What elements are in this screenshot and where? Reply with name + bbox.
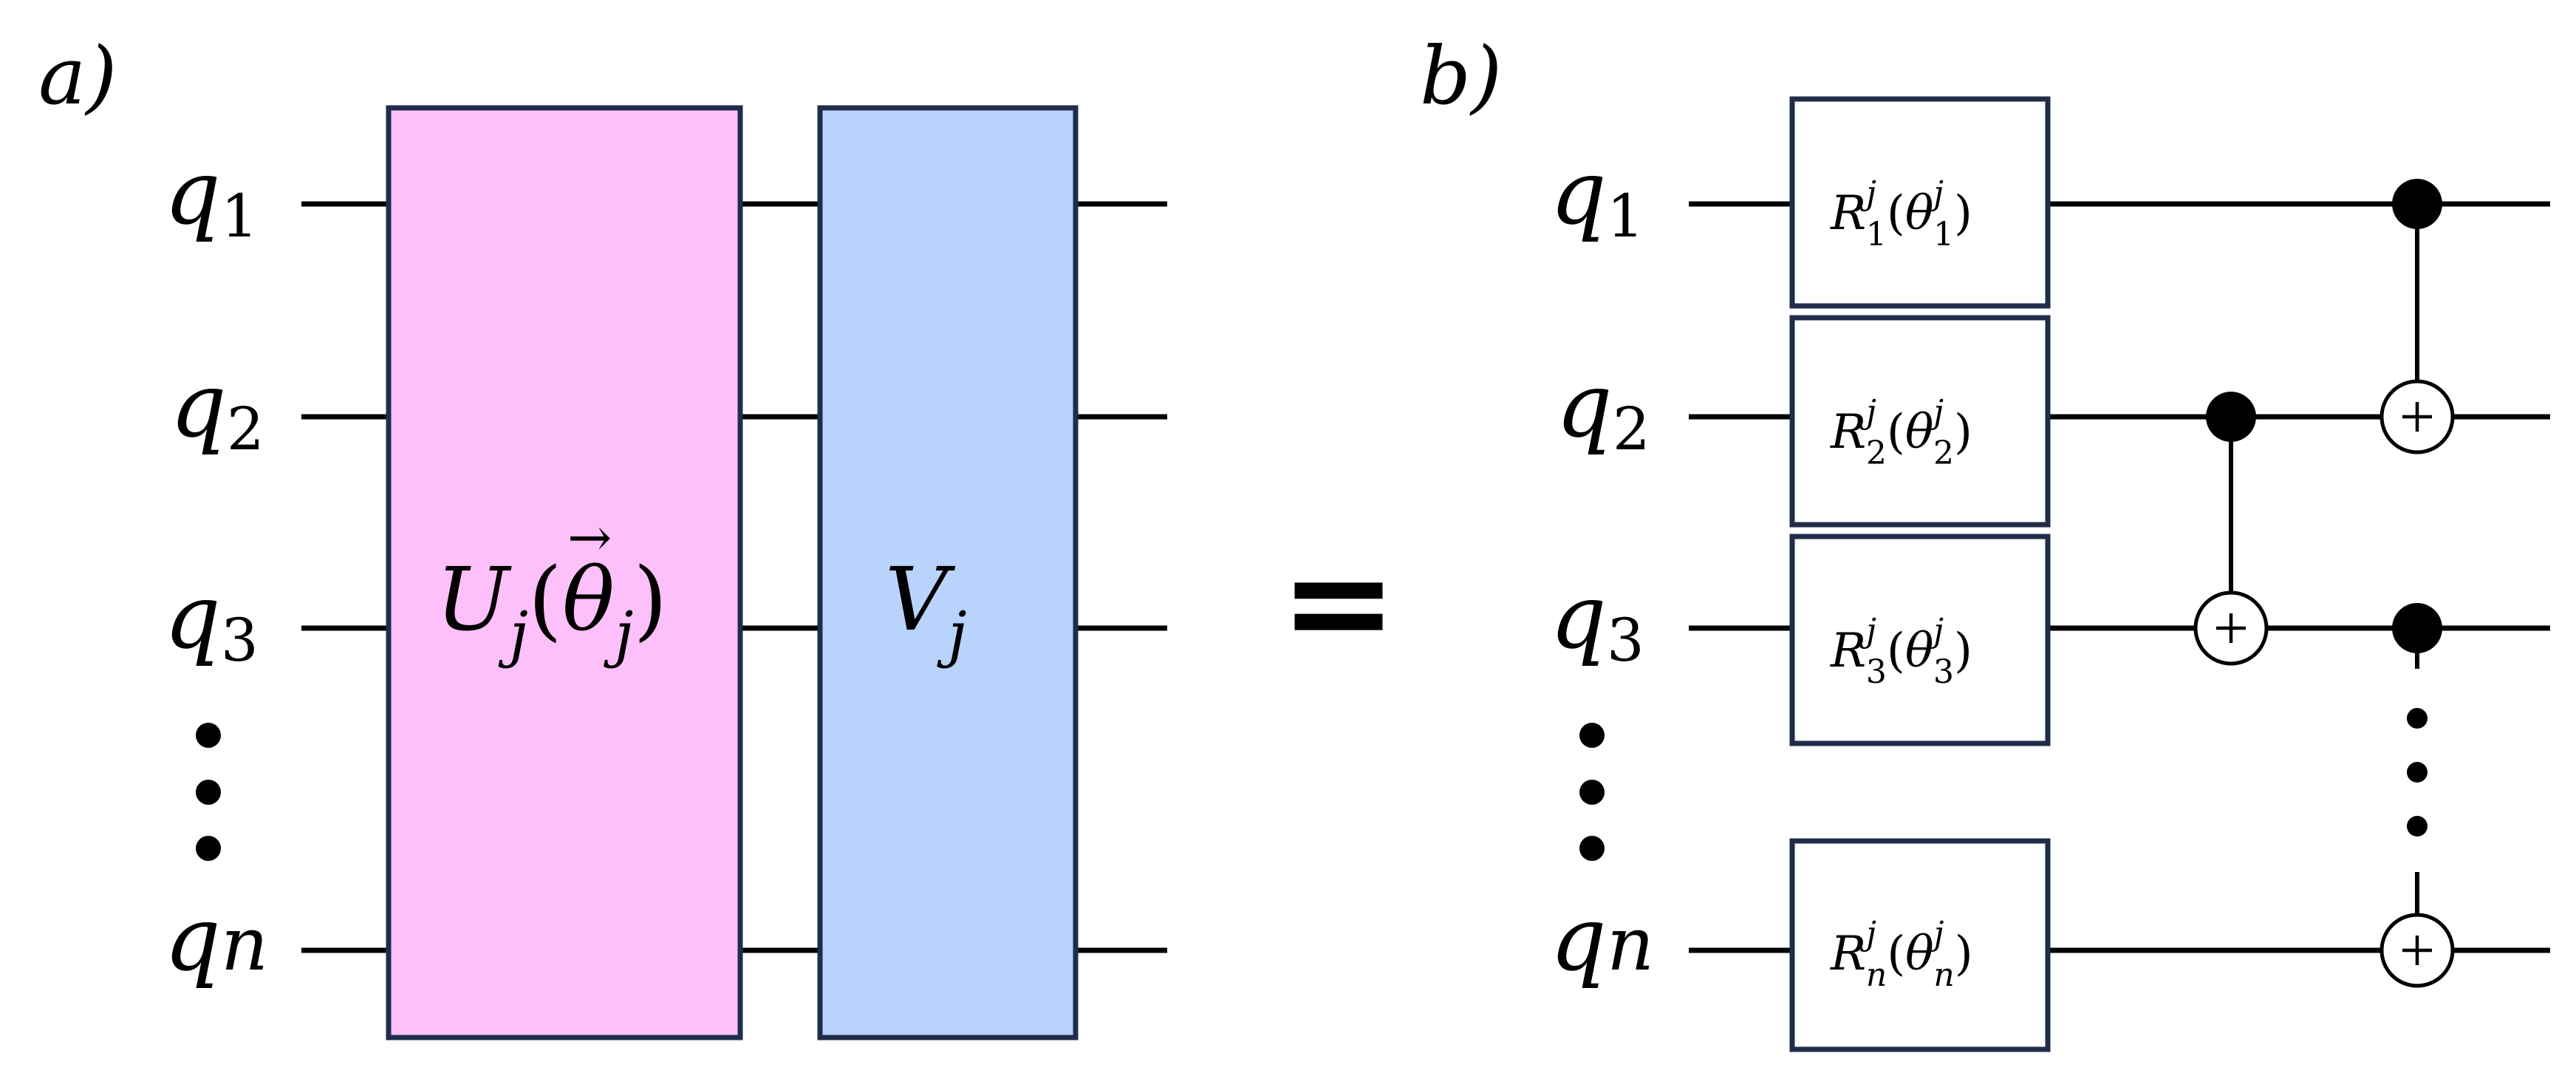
panel-a-ellipsis-dot-3 bbox=[196, 836, 221, 861]
panel-b-ellipsis-dot-2 bbox=[1579, 780, 1605, 805]
panel-b-label: b) bbox=[1420, 30, 1502, 123]
u-gate-box bbox=[386, 105, 743, 1040]
cnot-q3-qn-ellipsis-dot-1 bbox=[2407, 708, 2428, 729]
cnot-q2-q3 bbox=[2193, 392, 2269, 666]
v-gate-label: Vj bbox=[885, 548, 967, 670]
panel-b-ellipsis-dot-3 bbox=[1579, 836, 1605, 861]
u-gate-label: Uj(θj) bbox=[436, 548, 667, 670]
cnot-q3-qn bbox=[2379, 603, 2455, 988]
cnot-q1-control-dot bbox=[2392, 179, 2442, 229]
panel-a-ellipsis-dot-2 bbox=[196, 780, 221, 805]
cnot-q2-control-dot bbox=[2206, 392, 2256, 442]
panel-b-ellipsis-dot-1 bbox=[1579, 723, 1605, 748]
cnot-q3-qn-ellipsis-dot-2 bbox=[2407, 762, 2428, 783]
panel-b-qubit-1-label: q1 bbox=[1550, 142, 1644, 251]
panel-a-label: a) bbox=[38, 30, 117, 123]
panel-a-qubit-1-label: q1 bbox=[164, 142, 259, 251]
panel-b-qubit-2-label: q2 bbox=[1556, 355, 1650, 463]
panel-a-qubit-2-label: q2 bbox=[170, 355, 264, 463]
v-gate-box bbox=[817, 105, 1079, 1040]
panel-b-qubit-n-label: qn bbox=[1550, 888, 1654, 991]
cnot-q3-qn-ellipsis-dot-3 bbox=[2407, 816, 2428, 837]
panel-a-ellipsis-dot-1 bbox=[196, 723, 221, 748]
u-gate-theta-vector-arrow: → bbox=[567, 506, 612, 568]
cnot-q3-control-dot bbox=[2392, 603, 2442, 653]
panel-a-qubit-n-label: qn bbox=[164, 888, 268, 991]
panel-a-qubit-3-label: q3 bbox=[164, 566, 259, 675]
equals-sign: = bbox=[1280, 520, 1397, 684]
cnot-q1-q2 bbox=[2379, 179, 2455, 454]
panel-b-qubit-3-label: q3 bbox=[1550, 566, 1644, 675]
panel-a: a) q1 q2 q3 qn Uj(θj) → Vj bbox=[38, 30, 1167, 1040]
